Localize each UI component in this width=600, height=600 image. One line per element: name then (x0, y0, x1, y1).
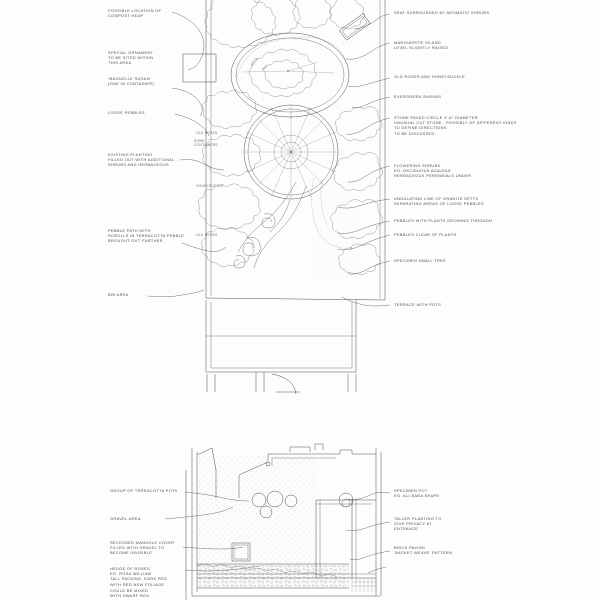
annotation-specimen-small-tree: SPECIMEN SMALL TREE (394, 258, 447, 263)
annotation-bin-area: BIN AREA (108, 292, 129, 297)
annotation-existing-planting: EXISTING PLANTING FILLED OUT WITH ADDITI… (108, 152, 175, 168)
annotation-dwarf-box: COULD BE MIXED WITH DWARF BOX (110, 588, 150, 599)
annotation-terrace-with-pots: TERRACE WITH POTS (394, 302, 442, 307)
annotation-pebbles-clear-of-plants: PEBBLES CLEAR OF PLANTS (394, 232, 457, 237)
annotation-compost-heap: POSSIBLE LOCATION OF COMPOST HEAP (108, 8, 162, 19)
plan-label-old-roses-2: OLD ROSES (196, 233, 218, 237)
annotation-evergreen-shrubs: EVERGREEN SHRUBS (394, 94, 442, 99)
annotation-flowering-shrubs: FLOWERING SHRUBS eg. DECIDUOUS AZALEAS H… (394, 163, 472, 179)
annotation-hedge-of-roses: HEDGE OF ROSES eg. ROSA WILLIAM TALL PAC… (110, 566, 168, 587)
annotation-brick-paving: BRICK PAVING 'BASKET-WEAVE' PATTERN (394, 545, 453, 556)
annotation-old-roses-honeysuckle: OLD ROSES AND HONEYSUCKLE (394, 74, 466, 79)
annotation-special-ornament: SPECIAL ORNAMENT TO BE SITED WITHIN THIS… (108, 50, 154, 66)
annotation-loose-pebbles: LOOSE PEBBLES (108, 110, 145, 115)
plan-label-old-roses: OLD ROSES (196, 131, 218, 135)
annotation-manhole-cover: RECESSED MANHOLE COVER FILLED WITH GRAVE… (110, 540, 175, 556)
annotation-specimen-pot: SPECIMEN POT eg. ALI-BABA SHAPE (394, 488, 440, 499)
annotation-taller-planting: TALLER PLANTING TO GIVE PRIVACY AT ENTRA… (394, 516, 442, 532)
plan-label-containers: SOME CONTAINERS (194, 139, 218, 148)
annotation-stone-paved-circle: STONE PAVED CIRCLE 4'-6" DIAMETER UNUSUA… (394, 115, 517, 136)
upper-plan-drawing (147, 0, 391, 395)
lower-plan-drawing (164, 443, 391, 600)
annotation-pebbles-plants-through: PEBBLES WITH PLANTS GROWING THROUGH (394, 218, 493, 223)
annotation-seat-aromatic-shrubs: SEAT SURROUNDED BY AROMATIC SHRUBS (394, 10, 490, 15)
annotation-magnolia-susan: 'MAGNOLIA 'SUSAN' (ONE IN CONTAINER) (108, 76, 154, 87)
annotation-marguerite-island: MARGUERITE ISLAND LEVEL SLIGHTLY RAISED (394, 40, 449, 51)
annotation-granite-setts: UNDULATING LINE OF GRANITE SETTS SEPARAT… (394, 196, 484, 207)
annotation-pebble-path: PEBBLE PATH WITH SCROLLS IN TERRACOTTA P… (108, 228, 185, 244)
annotation-gravel-area: GRAVEL AREA (110, 516, 141, 521)
plan-label-honeysuckle: HONEYSUCKLE (196, 184, 224, 188)
annotation-terracotta-pots: GROUP OF TERRACOTTA POTS (110, 488, 178, 493)
